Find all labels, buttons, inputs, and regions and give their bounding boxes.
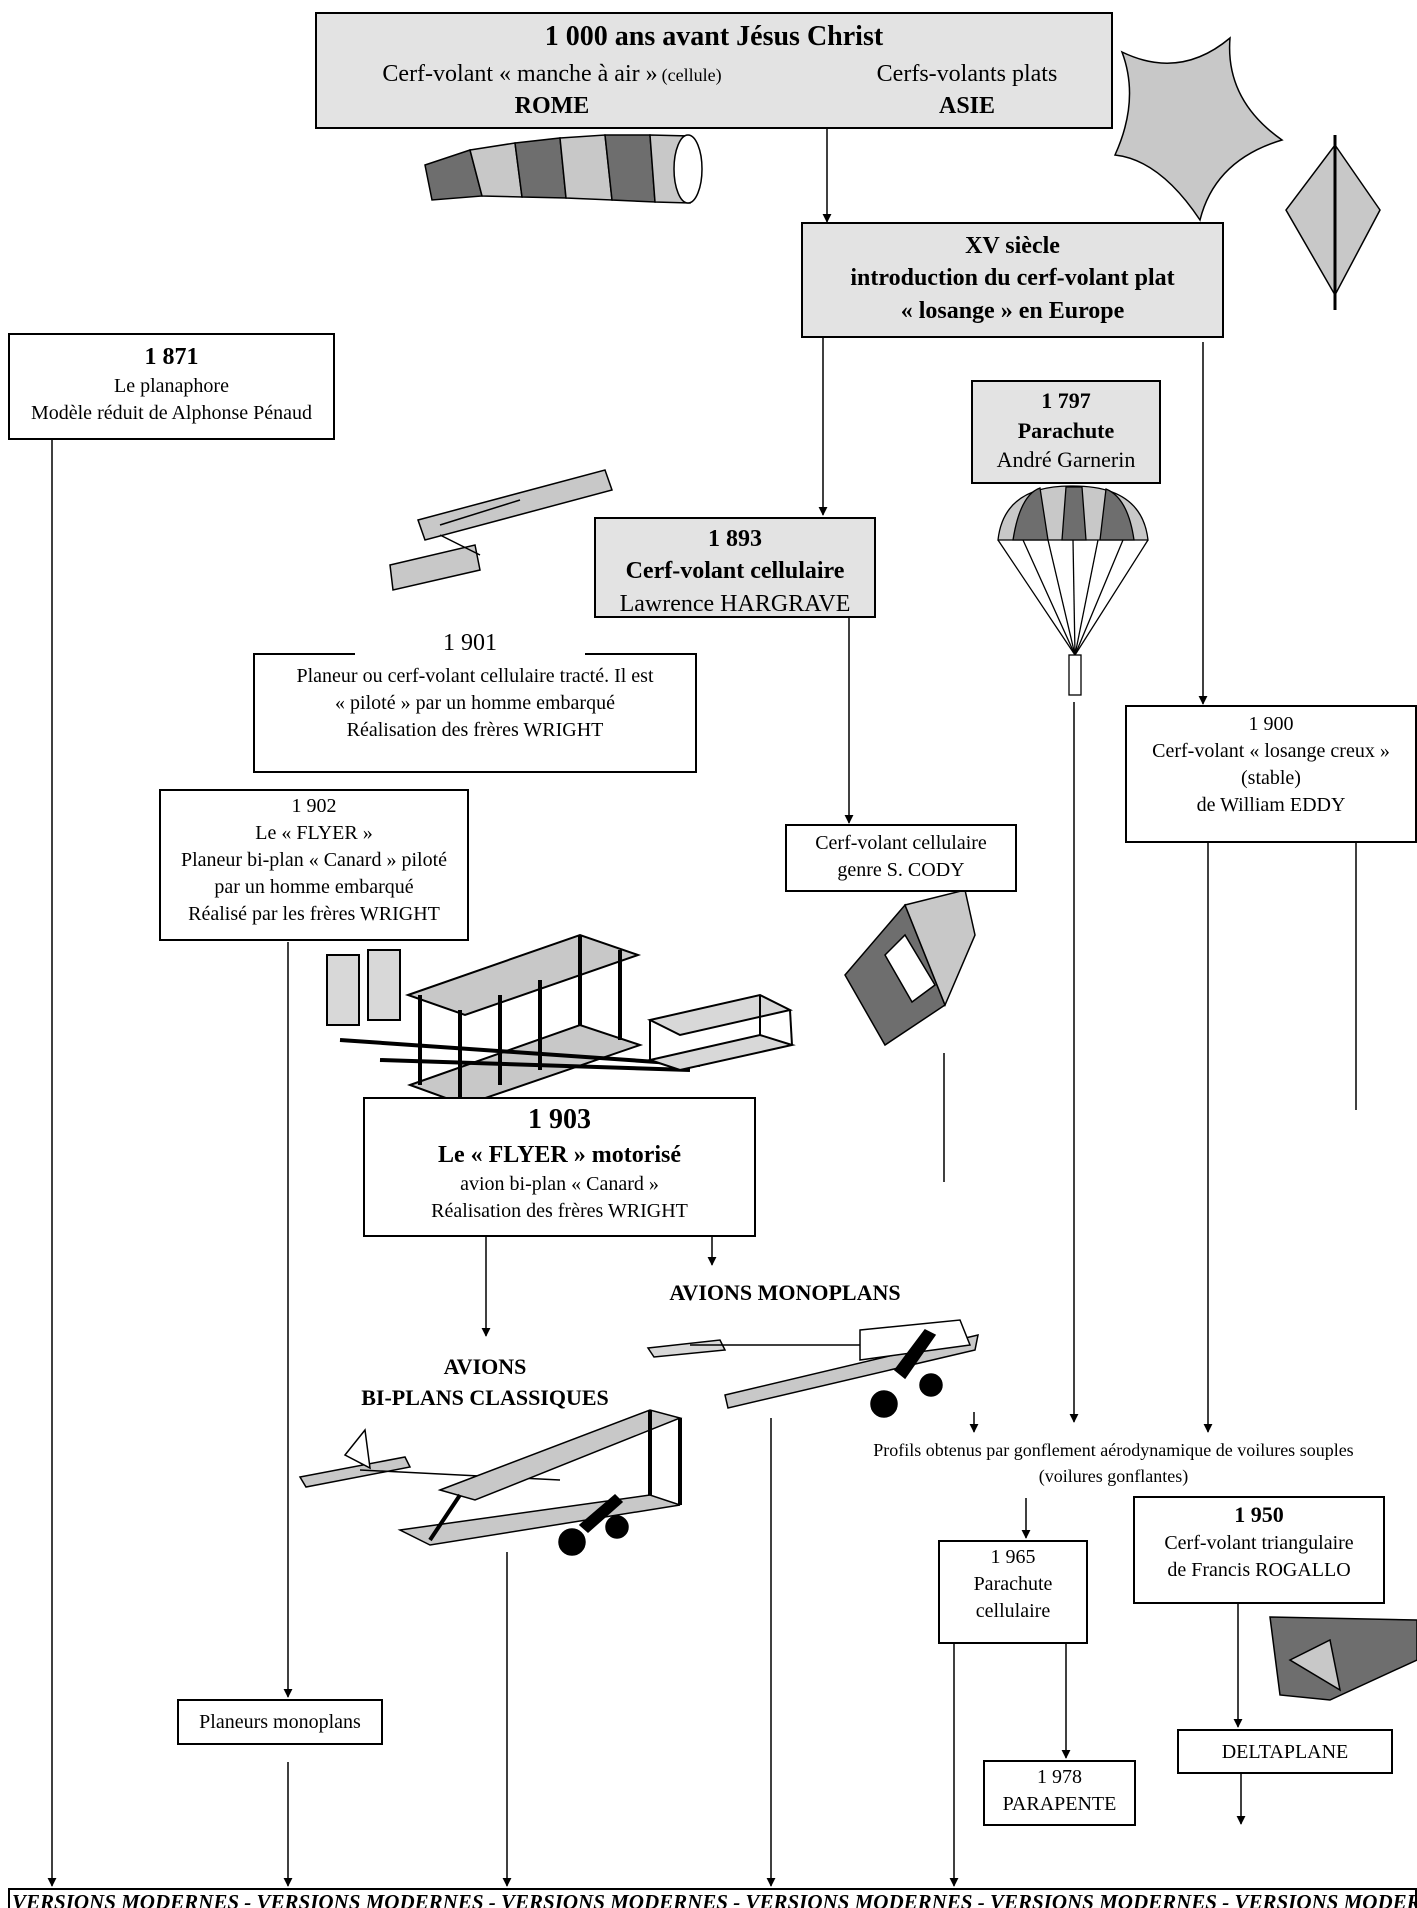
windsock-kite-icon <box>424 134 703 204</box>
rogallo-box: 1 950 Cerf-volant triangulaire de Franci… <box>1133 1496 1385 1604</box>
parapente-year: 1 978 <box>1037 1766 1082 1788</box>
deltaplane-box: DELTAPLANE <box>1177 1729 1393 1774</box>
star-kite-icon <box>1113 36 1284 222</box>
modern-versions-banner: VERSIONS MODERNES - VERSIONS MODERNES - … <box>8 1888 1417 1908</box>
flyer-1902-line1: Le « FLYER » <box>255 822 373 844</box>
cody-kite-icon <box>844 889 976 1047</box>
monoplans-label: AVIONS MONOPLANS <box>669 1280 901 1305</box>
biplans-line1: AVIONS <box>443 1354 527 1379</box>
flyer-1903-year: 1 903 <box>528 1104 591 1135</box>
xv-line2: introduction du cerf-volant plat <box>850 265 1175 292</box>
biplans-label: AVIONS BI-PLANS CLASSIQUES <box>310 1352 660 1414</box>
cody-box: Cerf-volant cellulaire genre S. CODY <box>785 824 1017 892</box>
glider-1901-line3: Réalisation des frères WRIGHT <box>346 719 604 741</box>
glider-1901-line2: « piloté » par un homme embarqué <box>335 692 615 714</box>
planaphore-box: 1 871 Le planaphore Modèle réduit de Alp… <box>8 333 335 440</box>
eddy-box: 1 900 Cerf-volant « losange creux » (sta… <box>1125 705 1417 843</box>
flyer-1902-year: 1 902 <box>291 795 337 817</box>
parapente-box: 1 978 PARAPENTE <box>983 1760 1136 1826</box>
flyer-1902-line3: par un homme embarqué <box>214 876 414 898</box>
diamond-kite-icon <box>1285 135 1381 310</box>
flyer-1902-box: 1 902 Le « FLYER » Planeur bi-plan « Can… <box>159 789 469 941</box>
origin-right-text: Cerfs-volants plats <box>876 61 1058 87</box>
origin-title: 1 000 ans avant Jésus Christ <box>544 21 884 52</box>
planaphore-name: Le planaphore <box>114 375 229 398</box>
origin-left-text: Cerf-volant « manche à air » <box>382 61 658 87</box>
profils-label: Profils obtenus par gonflement aérodynam… <box>810 1437 1417 1489</box>
parapente-name: PARAPENTE <box>1002 1793 1117 1815</box>
parachute-1965-line2: cellulaire <box>975 1600 1051 1622</box>
glider-1901-line1: Planeur ou cerf-volant cellulaire tracté… <box>296 665 654 687</box>
eddy-line2: (stable) <box>1241 767 1301 789</box>
rogallo-year: 1 950 <box>1234 1502 1284 1527</box>
flyer-1902-line2: Planeur bi-plan « Canard » piloté <box>180 849 448 871</box>
parachute-1797-name: Parachute <box>1017 417 1115 443</box>
hargrave-name: Cerf-volant cellulaire <box>625 558 845 585</box>
flyer-1903-name: Le « FLYER » motorisé <box>437 1141 682 1168</box>
parachute-1965-year: 1 965 <box>990 1546 1036 1568</box>
flyer-1903-line2: Réalisation des frères WRIGHT <box>431 1200 688 1223</box>
xv-line1: XV siècle <box>965 233 1060 259</box>
eddy-line3: de William EDDY <box>1196 794 1346 816</box>
planeurs-box: Planeurs monoplans <box>177 1699 383 1745</box>
profils-line2: (voilures gonflantes) <box>1038 1466 1189 1487</box>
origin-box: 1 000 ans avant Jésus Christ Cerf-volant… <box>315 12 1113 129</box>
eddy-line1: Cerf-volant « losange creux » <box>1152 740 1390 762</box>
parachute-1797-icon <box>997 485 1149 696</box>
eddy-year: 1 900 <box>1248 713 1294 735</box>
classic-biplane-icon <box>298 1409 683 1556</box>
origin-left-place: ROME <box>514 93 590 120</box>
hargrave-year: 1 893 <box>708 526 762 552</box>
planeurs-label: Planeurs monoplans <box>199 1711 361 1733</box>
origin-right-place: ASIE <box>938 93 996 120</box>
xv-century-box: XV siècle introduction du cerf-volant pl… <box>801 222 1224 338</box>
rogallo-line2: de Francis ROGALLO <box>1167 1558 1351 1581</box>
flyer-1903-line1: avion bi-plan « Canard » <box>460 1173 659 1196</box>
rogallo-line1: Cerf-volant triangulaire <box>1164 1531 1354 1554</box>
deltaplane-label: DELTAPLANE <box>1221 1741 1349 1763</box>
biplans-line2: BI-PLANS CLASSIQUES <box>361 1384 609 1410</box>
origin-left-small: (cellule) <box>661 65 722 85</box>
flyer-1903-box: 1 903 Le « FLYER » motorisé avion bi-pla… <box>363 1097 756 1237</box>
parachute-1965-box: 1 965 Parachute cellulaire <box>938 1540 1088 1644</box>
profils-line1: Profils obtenus par gonflement aérodynam… <box>873 1440 1354 1460</box>
cody-line1: Cerf-volant cellulaire <box>815 832 987 854</box>
glider-1901-box: Planeur ou cerf-volant cellulaire tracté… <box>253 653 697 773</box>
planaphore-year: 1 871 <box>144 344 199 370</box>
cody-line2: genre S. CODY <box>837 859 965 881</box>
xv-line3: « losange » en Europe <box>900 297 1125 324</box>
glider-1901-year: 1 901 <box>355 630 585 657</box>
flyer-1902-line4: Réalisé par les frères WRIGHT <box>188 903 440 925</box>
parachute-1965-line1: Parachute <box>973 1573 1053 1595</box>
planaphore-desc: Modèle réduit de Alphonse Pénaud <box>30 402 313 425</box>
parachute-1797-year: 1 797 <box>1041 388 1091 413</box>
hargrave-box: 1 893 Cerf-volant cellulaire Lawrence HA… <box>594 517 876 618</box>
monoplane-icon <box>646 1319 979 1418</box>
flyer-1902-glider-icon <box>326 933 796 1107</box>
planaphore-model-icon <box>389 469 613 591</box>
deltaplane-wing-icon <box>1269 1616 1417 1701</box>
hargrave-author: Lawrence HARGRAVE <box>619 590 851 617</box>
parachute-1797-box: 1 797 Parachute André Garnerin <box>971 380 1161 484</box>
parachute-1797-author: André Garnerin <box>996 447 1136 473</box>
